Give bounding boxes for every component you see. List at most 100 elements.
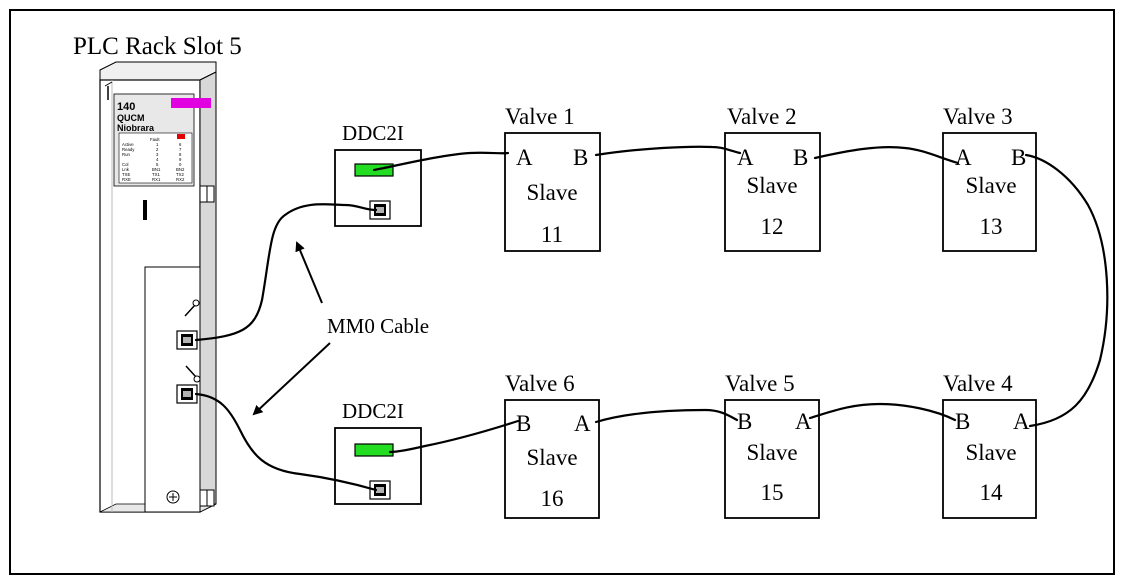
ddc-bottom-port[interactable]	[369, 480, 391, 500]
module-name-2: Niobrara	[117, 123, 155, 133]
valve-title: Valve 3	[943, 104, 1013, 129]
valve-port-right: A	[574, 411, 591, 436]
valve-port-left: B	[516, 411, 531, 436]
valve-slave-number: 13	[980, 214, 1003, 239]
fault-led	[177, 134, 185, 139]
led-label-rxe: RXE	[122, 177, 131, 182]
valve-port-left: A	[516, 145, 533, 170]
led-label-4: 4	[156, 157, 159, 162]
cables	[194, 145, 1109, 492]
ddc-top-port[interactable]	[369, 200, 391, 220]
valve-port-right: A	[1013, 409, 1030, 434]
ddc-top-label: DDC2I	[342, 121, 404, 145]
valve-port-left: B	[737, 409, 752, 434]
led-label-tx2: TX2	[176, 172, 184, 177]
valve-title: Valve 2	[727, 104, 797, 129]
valve-slave-label: Slave	[526, 180, 577, 205]
valve-box	[504, 132, 601, 252]
mm0-cable-bottom	[194, 392, 378, 492]
valve-port-left: B	[955, 409, 970, 434]
valve-2: Valve 2 A B Slave 12	[724, 104, 821, 252]
valve-port-right: B	[573, 145, 588, 170]
valve-title: Valve 6	[505, 371, 575, 396]
valve-slave-number: 16	[541, 486, 564, 511]
led-label-lnk: Lnk	[122, 167, 130, 172]
diagram-title: PLC Rack Slot 5	[73, 33, 242, 60]
valve-port-right: A	[795, 409, 812, 434]
valve-slave-label: Slave	[526, 445, 577, 470]
valve-slave-label: Slave	[746, 440, 797, 465]
valve-slave-label: Slave	[965, 440, 1016, 465]
diagram-frame	[9, 9, 1115, 575]
ddc-bottom-led	[354, 443, 394, 457]
valve-slave-label: Slave	[965, 173, 1016, 198]
status-bar-marker	[143, 200, 147, 220]
led-label-ready: Ready	[122, 147, 135, 152]
module-accent-bar	[171, 98, 211, 108]
led-label-rx1: RX1	[152, 177, 161, 182]
ddc-top: DDC2I	[334, 121, 422, 227]
valve-5: Valve 5 B A Slave 15	[724, 371, 820, 519]
valve-port-right: B	[1011, 145, 1026, 170]
link-valve1-valve2	[594, 145, 742, 157]
link-valve6-ddc	[388, 419, 520, 454]
led-label-rx2: RX2	[176, 177, 185, 182]
valve-title: Valve 1	[505, 104, 575, 129]
valve-slave-label: Slave	[746, 173, 797, 198]
valve-4: Valve 4 B A Slave 14	[942, 371, 1037, 519]
led-label-active: Active	[122, 142, 134, 147]
valve-port-left: A	[955, 145, 972, 170]
ground-screw-icon	[166, 490, 180, 504]
led-label-fault: Fault	[150, 137, 160, 142]
led-label-3: 3	[156, 152, 159, 157]
led-label-tx1: TX1	[152, 172, 160, 177]
link-valve5-valve6	[594, 408, 739, 424]
led-label-8: 8	[179, 152, 182, 157]
valve-port-right: B	[793, 145, 808, 170]
valve-slave-number: 15	[761, 480, 784, 505]
valve-slave-number: 12	[761, 214, 784, 239]
led-label-bn1: BN1	[152, 167, 161, 172]
led-label-1: 1	[156, 142, 159, 147]
mm0-arrow-down	[252, 342, 331, 416]
port2-key-icon	[185, 365, 201, 383]
led-label-txe: TXE	[122, 172, 130, 177]
led-label-bn2: BN2	[176, 167, 185, 172]
module-model: 140	[117, 101, 135, 113]
ddc-bottom-label: DDC2I	[342, 399, 404, 423]
valve-box	[724, 399, 820, 519]
module-port-1[interactable]	[176, 330, 198, 350]
led-label-run: Run	[122, 152, 130, 157]
valve-3: Valve 3 A B Slave 13	[942, 104, 1037, 252]
led-label-7: 7	[179, 147, 182, 152]
led-label-0: 0	[179, 162, 182, 167]
valve-box	[942, 132, 1037, 252]
valve-port-left: A	[737, 145, 754, 170]
led-label-col: Col	[122, 162, 128, 167]
led-panel	[118, 132, 193, 184]
led-label-6: 6	[179, 142, 182, 147]
led-label-5: 5	[156, 162, 159, 167]
link-valve2-valve3	[813, 146, 960, 165]
module-port-2[interactable]	[176, 384, 198, 404]
mm0-cable-top	[194, 203, 378, 342]
led-label-2: 2	[156, 147, 159, 152]
valve-title: Valve 4	[943, 371, 1013, 396]
mm0-cable-label: MM0 Cable	[327, 314, 429, 338]
valve-slave-number: 11	[541, 222, 563, 247]
ddc-bottom: DDC2I	[334, 399, 422, 505]
module-name-1: QUCM	[117, 113, 145, 123]
valve-6: Valve 6 B A Slave 16	[504, 371, 600, 519]
link-valve4-valve5	[808, 402, 957, 422]
plc-module: 140 QUCM Niobrara Fault Active Ready Run…	[99, 61, 217, 513]
mm0-arrow-up	[295, 241, 323, 304]
valve-box	[942, 399, 1037, 519]
link-ddc-valve1	[372, 151, 510, 172]
valve-box	[504, 399, 600, 519]
valve-title: Valve 5	[725, 371, 795, 396]
port1-key-icon	[184, 299, 200, 317]
valve-slave-number: 14	[980, 480, 1004, 505]
valve-1: Valve 1 A B Slave 11	[504, 104, 601, 252]
link-valve3-valve4	[1024, 153, 1109, 428]
